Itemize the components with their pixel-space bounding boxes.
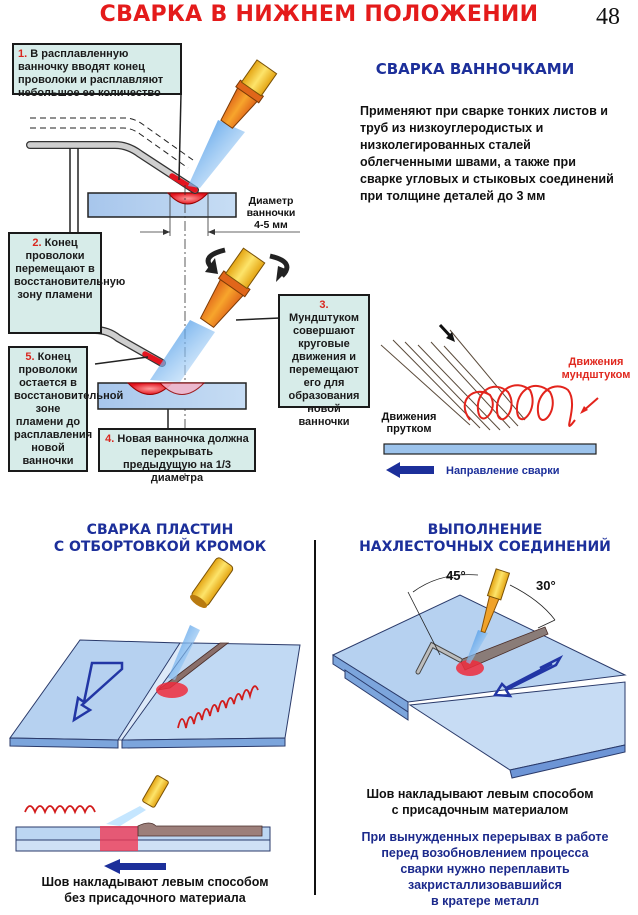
torch-icon xyxy=(199,247,266,329)
step-callout-3: 3. Мундштуком совершают круговые движени… xyxy=(278,294,370,428)
lap-section-heading: ВЫПОЛНЕНИЕ НАХЛЕСТОЧНЫХ СОЕДИНЕНИЙ xyxy=(350,522,620,556)
step-text: Новая ванночка должна перекрывать предыд… xyxy=(117,433,249,484)
diameter-label-text: Диаметр ванночки xyxy=(246,195,296,219)
flanged-caption-line1: Шов накладывают левым способом xyxy=(41,875,269,889)
lap-heading-line2: НАХЛЕСТОЧНЫХ СОЕДИНЕНИЙ xyxy=(359,539,611,555)
tip-spiral-icon xyxy=(24,805,96,815)
page-title: СВАРКА В НИЖНЕМ ПОЛОЖЕНИИ xyxy=(99,2,539,27)
step-number: 4. xyxy=(105,433,115,445)
molten-zone-icon xyxy=(100,826,138,851)
lap-caption-line1: Шов накладывают левым способом xyxy=(366,787,594,801)
weld-direction-label: Направление сварки xyxy=(446,465,560,477)
torch-angle-label: 30° xyxy=(536,578,556,593)
step-number: 2. xyxy=(32,237,42,249)
flanged-heading-line2: С ОТБОРТОВКОЙ КРОМОК xyxy=(53,539,267,555)
molten-zone-icon xyxy=(156,682,188,698)
step-callout-4: 4. Новая ванночка должна перекрывать пре… xyxy=(98,428,256,484)
lap-note-line: При вынужденных перерывах в работе xyxy=(361,830,609,844)
flanged-plates-diagram xyxy=(9,557,301,749)
base-plate xyxy=(87,192,237,218)
flanged-section-heading: СВАРКА ПЛАСТИН С ОТБОРТОВКОЙ КРОМОК xyxy=(50,522,270,556)
weld-direction-arrow-icon xyxy=(104,859,166,874)
lap-note-line: сварки нужно переплавить xyxy=(400,862,570,876)
filler-rod xyxy=(416,642,462,674)
step-text: Конец проволоки перемещают в восстановит… xyxy=(14,237,126,301)
flanged-caption-line2: без присадочного материала xyxy=(64,891,246,905)
base-plate xyxy=(97,382,247,410)
diameter-value: 4-5 мм xyxy=(254,219,288,231)
puddle-section-heading: СВАРКА ВАННОЧКАМИ xyxy=(375,60,575,78)
page-number: 48 xyxy=(596,4,620,30)
weld-direction-arrow-icon xyxy=(386,462,434,478)
step-number: 3. xyxy=(319,299,329,311)
torch-icon xyxy=(190,557,234,608)
step-number: 5. xyxy=(25,351,35,363)
molten-zone-icon xyxy=(456,660,484,676)
lap-note-line: закристаллизовавшийся xyxy=(408,878,562,892)
rod-motion-label: Движения прутком xyxy=(381,411,437,435)
weld-direction-arrow-icon xyxy=(72,661,124,723)
puddle-diagram-bottom xyxy=(18,247,290,430)
flanged-caption: Шов накладывают левым способом без приса… xyxy=(10,874,300,906)
torch-icon xyxy=(142,775,169,808)
plate-bar xyxy=(383,443,597,455)
diameter-label: Диаметр ванночки 4-5 мм xyxy=(240,195,302,231)
tip-spiral-icon xyxy=(463,384,576,427)
flame-icon xyxy=(188,120,245,188)
lap-caption: Шов накладывают левым способом с присадо… xyxy=(340,786,620,818)
torch-icon xyxy=(220,59,278,129)
step-callout-1: 1. В расплавленную ванночку вводят конец… xyxy=(12,43,182,99)
tip-wave-icon xyxy=(177,685,259,729)
step-text: Мундштуком совершают круговые движения и… xyxy=(288,312,360,428)
torch-icon xyxy=(480,568,511,634)
filler-rod xyxy=(27,142,198,193)
step-number: 1. xyxy=(18,48,28,60)
lap-note-line: перед возобновлением процесса xyxy=(381,846,589,860)
new-puddle-icon xyxy=(158,382,206,395)
puddle-diagram-top xyxy=(26,59,300,480)
lap-note-line: в кратере металл xyxy=(430,894,540,908)
flame-icon xyxy=(150,320,215,382)
flame-icon xyxy=(168,625,200,680)
motion-diagram xyxy=(380,323,599,478)
lap-heading-line1: ВЫПОЛНЕНИЕ xyxy=(427,522,543,538)
flanged-side-view xyxy=(15,775,271,874)
flame-icon xyxy=(466,630,488,664)
weld-direction-arrow-icon xyxy=(492,655,564,698)
step-callout-2: 2. Конец проволоки перемещают в восстано… xyxy=(8,232,125,334)
lap-note: При вынужденных перерывах в работе перед… xyxy=(340,829,630,909)
rod-angle-label: 45° xyxy=(446,568,466,583)
weld-bead xyxy=(137,822,263,837)
puddle-section-description: Применяют при сварке тонких листов и тру… xyxy=(360,104,614,203)
flanged-heading-line1: СВАРКА ПЛАСТИН xyxy=(86,522,234,538)
tip-motion-label: Движения мундштуком xyxy=(561,356,631,381)
lap-caption-line2: с присадочным материалом xyxy=(391,803,569,817)
flame-icon xyxy=(106,806,146,826)
step-text: Конец проволоки остается в восстановител… xyxy=(14,351,124,467)
step-callout-5: 5. Конец проволоки остается в восстанови… xyxy=(8,346,123,472)
lap-joint-diagram xyxy=(331,568,627,779)
step-text: В расплавленную ванночку вводят конец пр… xyxy=(18,48,164,99)
